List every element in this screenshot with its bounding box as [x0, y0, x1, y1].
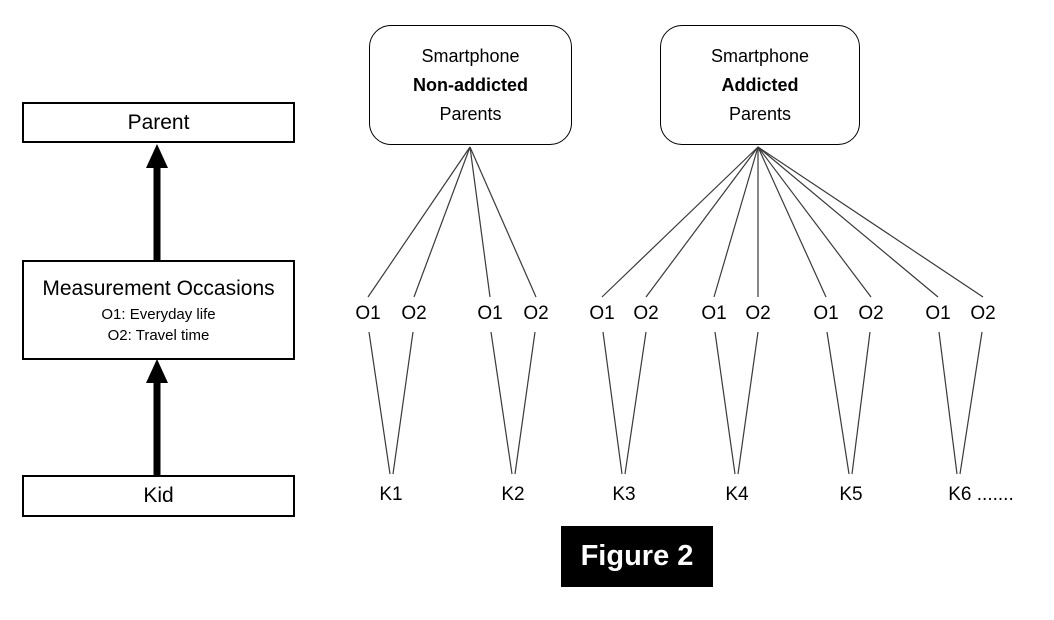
v-lines-occasions-to-kids	[368, 331, 983, 475]
kid-label: K3	[612, 484, 636, 505]
kid-box: Kid	[22, 475, 295, 517]
figure-caption-text: Figure 2	[580, 540, 694, 572]
occasion-label: O1	[701, 303, 727, 324]
kid-label: K5	[839, 484, 863, 505]
occasion-label: O1	[355, 303, 381, 324]
group-line-1: Smartphone	[421, 45, 520, 66]
measurement-occasions-box: Measurement Occasions O1: Everyday life …	[22, 260, 295, 360]
parent-box: Parent	[22, 102, 295, 143]
occasion-label: O2	[858, 303, 884, 324]
kid-label: K1	[379, 484, 403, 505]
occasion-label: O2	[633, 303, 659, 324]
fan-addicted	[601, 146, 984, 298]
group-line-1: Smartphone	[710, 45, 810, 66]
parent-box-label: Parent	[127, 110, 190, 134]
occasion-label: O1	[925, 303, 951, 324]
smartphone-non-addicted-parents-box: Smartphone Non-addicted Parents	[369, 25, 572, 145]
measurement-occasions-title: Measurement Occasions	[42, 277, 275, 300]
group-line-2: Non-addicted	[413, 74, 528, 95]
flow-arrow-measurement-to-parent	[146, 144, 168, 260]
kid-label: K4	[725, 484, 749, 505]
occasion-label: O1	[813, 303, 839, 324]
fan-non-addicted	[367, 146, 537, 298]
group-line-3: Parents	[728, 103, 792, 124]
occasion-label: O1	[477, 303, 503, 324]
kid-label: K2	[501, 484, 525, 505]
measurement-o1-definition: O1: Everyday life	[101, 306, 216, 323]
occasion-label: O1	[589, 303, 615, 324]
occasion-label: O2	[970, 303, 996, 324]
kid-box-label: Kid	[143, 484, 174, 507]
kid-label-with-ellipsis: K6 .......	[948, 484, 1014, 505]
figure-caption-box: Figure 2	[561, 526, 713, 587]
measurement-o2-definition: O2: Travel time	[107, 327, 210, 344]
occasion-label: O2	[401, 303, 427, 324]
group-line-2: Addicted	[721, 74, 799, 95]
smartphone-addicted-parents-box: Smartphone Addicted Parents	[660, 25, 860, 145]
occasion-label: O2	[523, 303, 549, 324]
group-line-3: Parents	[439, 103, 502, 124]
occasion-label: O2	[745, 303, 771, 324]
flow-arrow-kid-to-measurement	[146, 359, 168, 475]
